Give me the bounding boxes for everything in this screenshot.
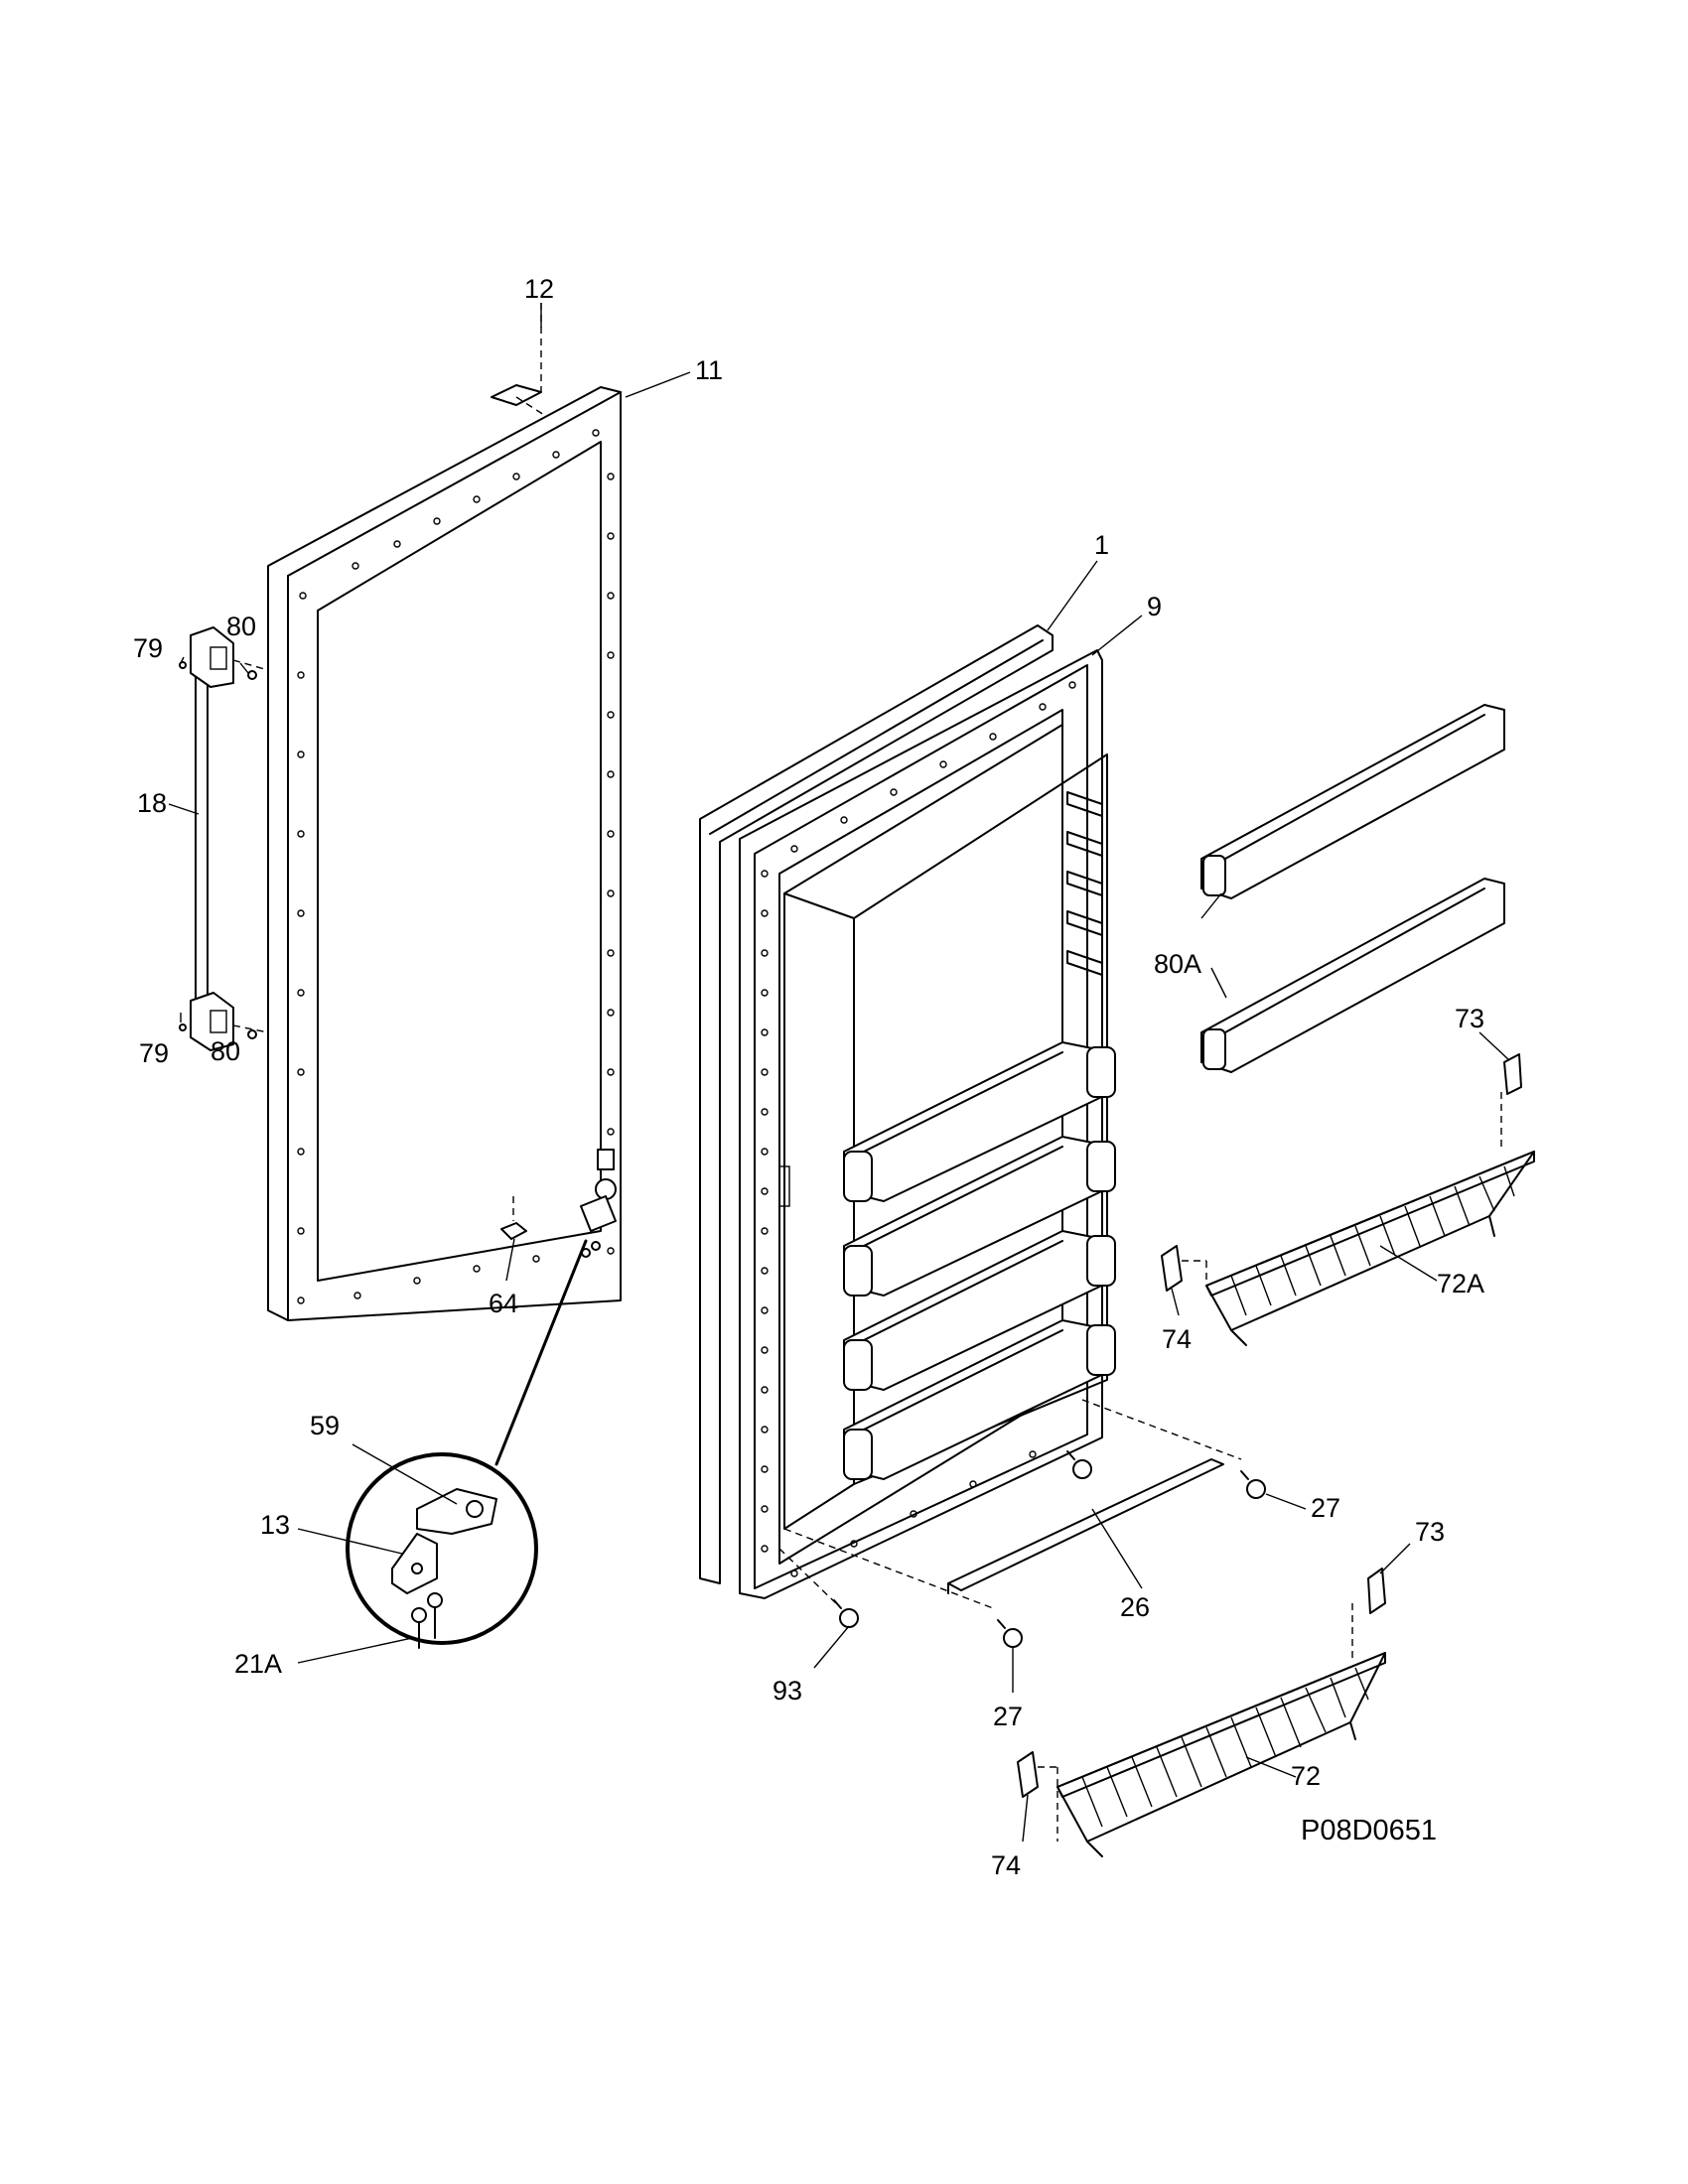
callout-80a: 80A — [1154, 949, 1201, 979]
callout-27-right: 27 — [1311, 1493, 1340, 1523]
callout-73-bottom: 73 — [1415, 1517, 1445, 1547]
assembly-dash-lines — [778, 1399, 1242, 1609]
wire-rack-upper — [1205, 1151, 1535, 1346]
handle-screws — [179, 661, 257, 1039]
rack-lower-wires — [1081, 1667, 1369, 1828]
callout-73-top: 73 — [1455, 1004, 1484, 1033]
door-bin-upper — [1200, 704, 1505, 899]
rack-clips — [1017, 1053, 1522, 1842]
drawing-code: P08D0651 — [1301, 1815, 1437, 1846]
callout-93: 93 — [773, 1676, 802, 1706]
callout-79-top: 79 — [133, 633, 163, 663]
callout-79-bottom: 79 — [139, 1038, 169, 1068]
callout-59: 59 — [310, 1411, 340, 1440]
callout-1: 1 — [1094, 530, 1109, 560]
callout-26: 26 — [1120, 1592, 1150, 1622]
door-outer-panel — [267, 386, 622, 1321]
door-label-part — [491, 303, 545, 416]
rack-upper-wires — [1230, 1165, 1515, 1316]
callout-labels: 12 11 1 9 79 80 18 79 80 64 59 13 21A 80… — [133, 274, 1484, 1880]
callout-21a: 21A — [234, 1649, 282, 1679]
door-handle — [190, 626, 269, 1051]
liner-shelf-2 — [843, 1136, 1116, 1297]
liner-screw-holes — [761, 681, 1076, 1577]
door-bin-lower — [1200, 878, 1505, 1073]
callout-12: 12 — [524, 274, 554, 304]
callout-13: 13 — [260, 1510, 290, 1540]
callout-64: 64 — [489, 1289, 518, 1318]
liner-shelf-3 — [843, 1230, 1116, 1391]
liner-shelf-supports — [1066, 791, 1103, 976]
liner-door-shelves — [843, 1041, 1116, 1480]
liner-shelf-1 — [843, 1041, 1116, 1202]
wire-rack-lower — [1056, 1652, 1386, 1857]
leader-lines — [168, 303, 1510, 1843]
callout-11: 11 — [695, 355, 723, 385]
hinge-detail-magnifier — [346, 1239, 588, 1649]
callout-18: 18 — [137, 788, 167, 818]
callout-80-bottom: 80 — [211, 1036, 240, 1066]
door-panel-screw-holes — [297, 429, 615, 1304]
callout-80-top: 80 — [226, 612, 256, 641]
callout-74-bottom: 74 — [991, 1850, 1021, 1880]
liner-shelf-4 — [843, 1319, 1116, 1480]
bottom-trim — [947, 1458, 1224, 1594]
hinge-hardware — [500, 1149, 617, 1258]
callout-74-top: 74 — [1162, 1324, 1192, 1354]
callout-72a: 72A — [1437, 1269, 1484, 1298]
liner-screws — [833, 1450, 1266, 1648]
door-gasket — [699, 624, 1054, 1584]
callout-9: 9 — [1147, 592, 1162, 621]
callout-27-bottom: 27 — [993, 1702, 1023, 1731]
callout-72: 72 — [1291, 1761, 1321, 1791]
